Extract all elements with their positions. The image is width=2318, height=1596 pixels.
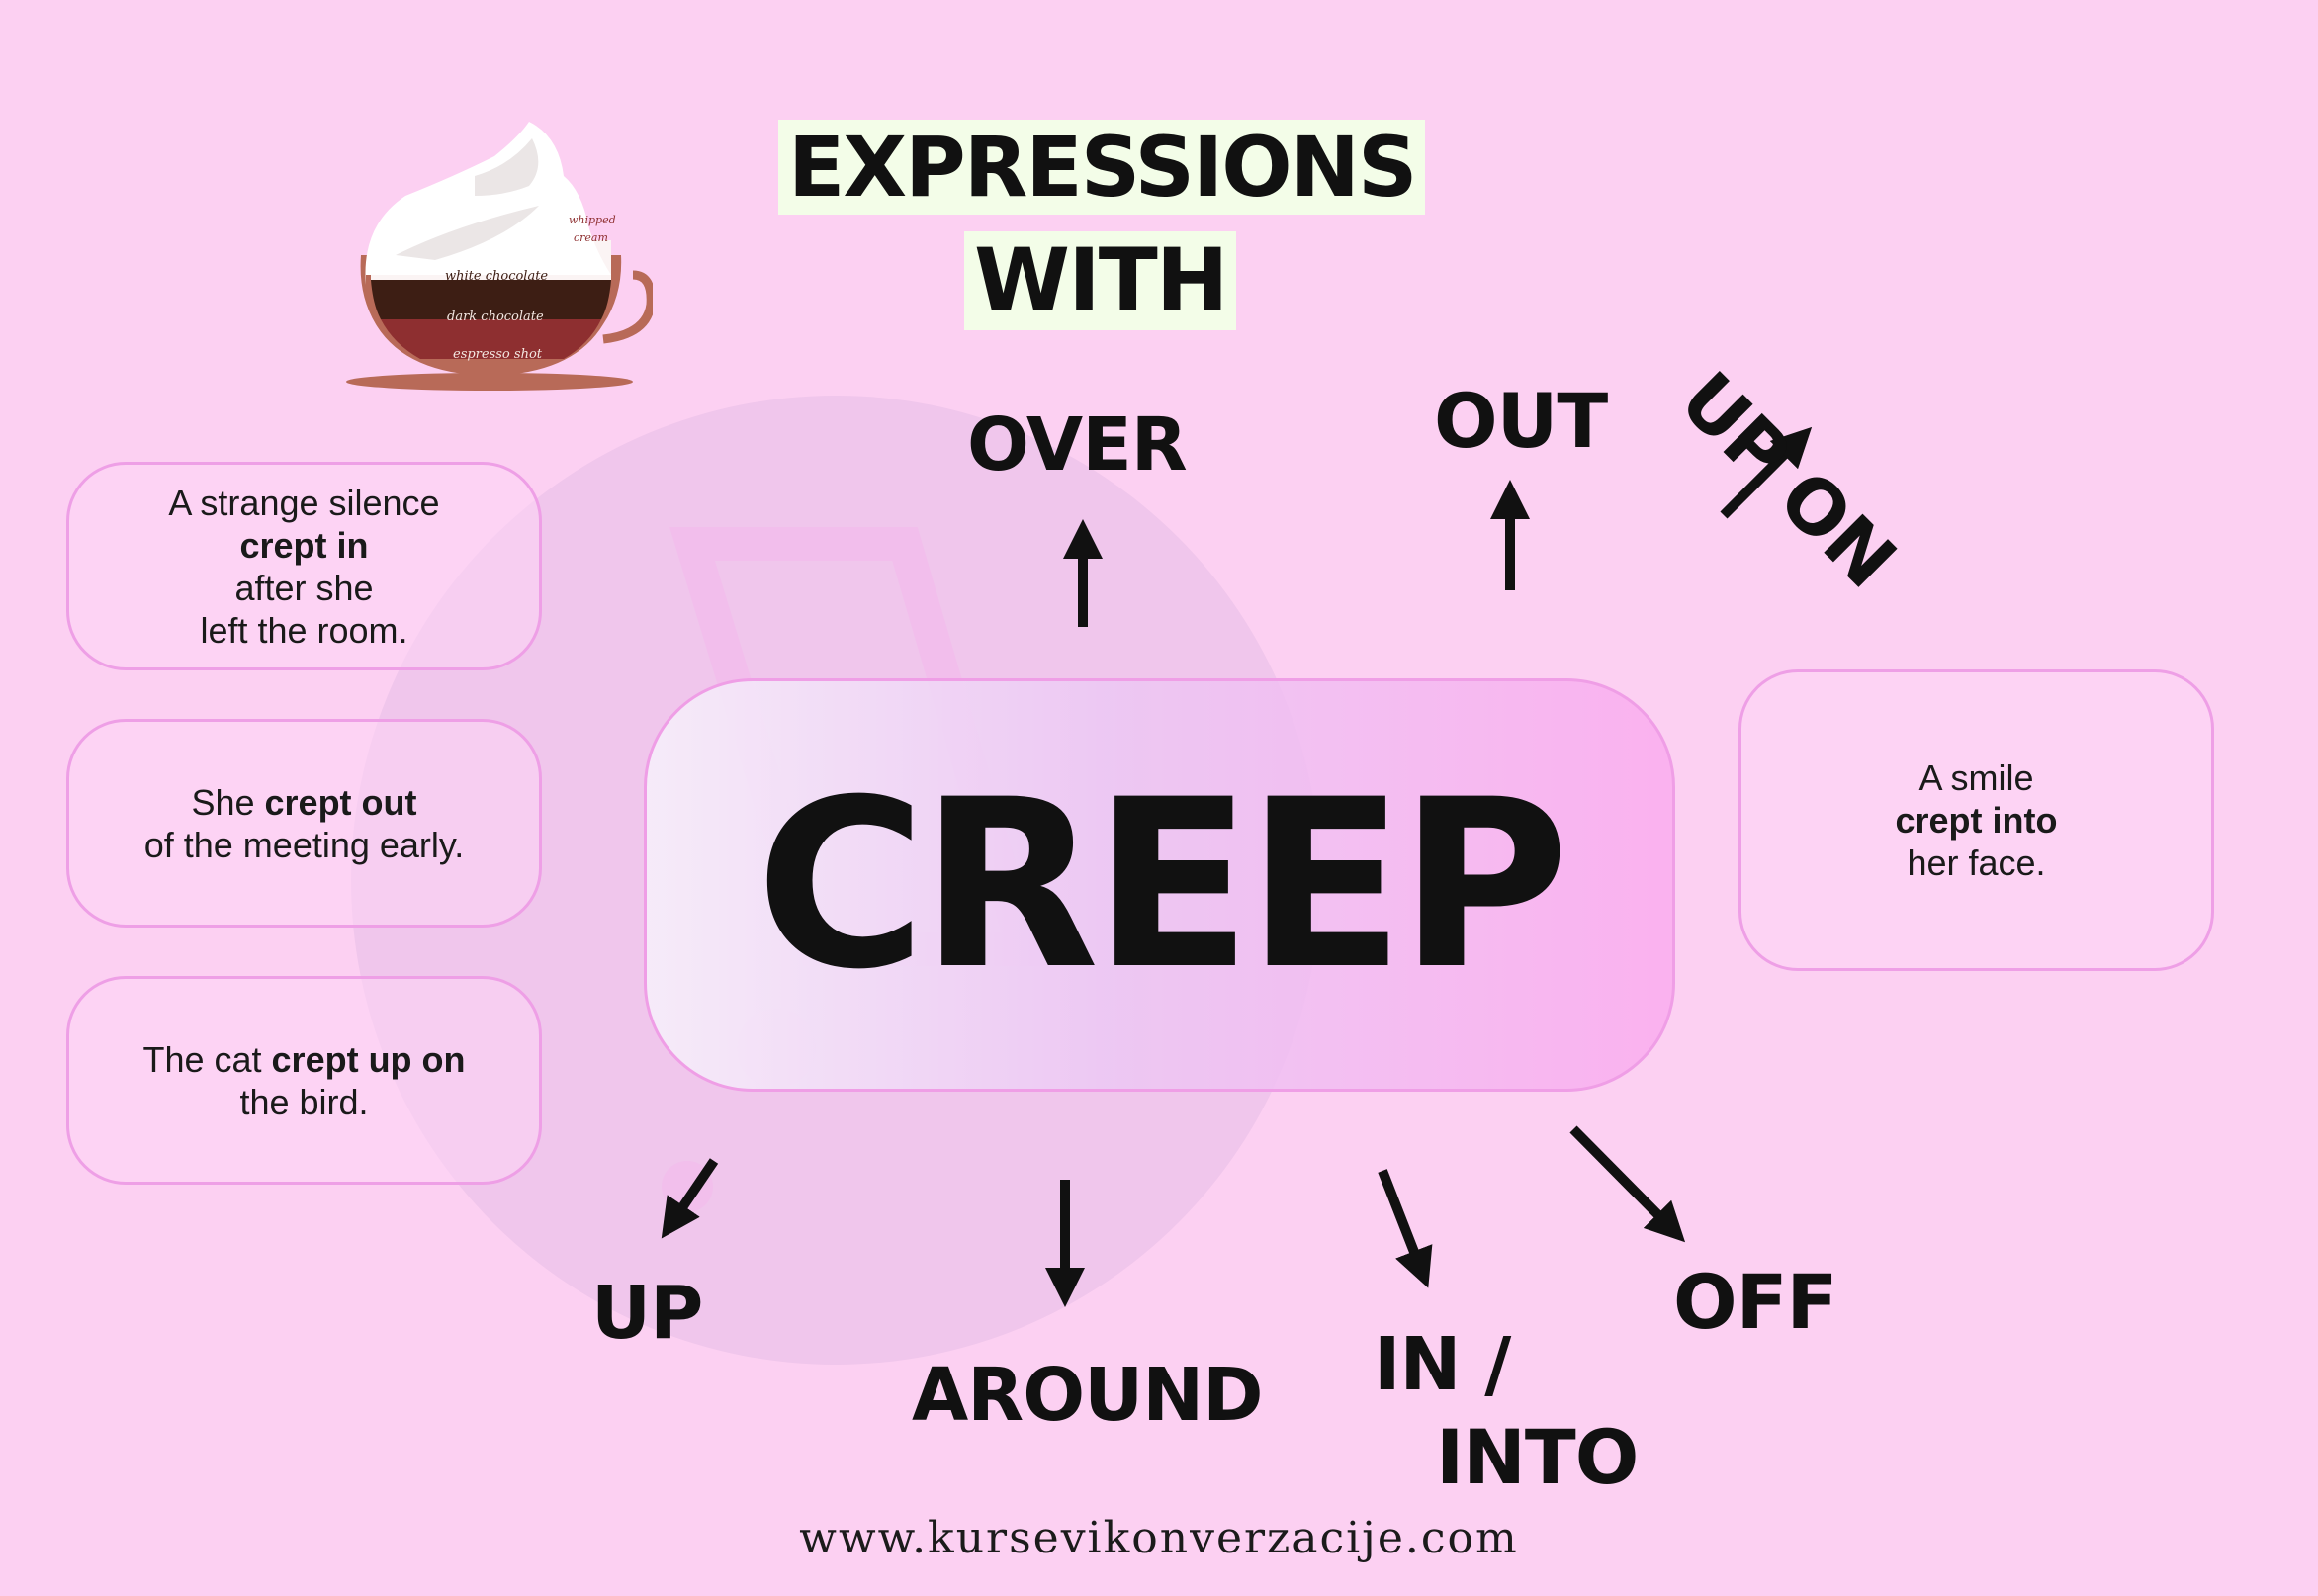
cup-label-dark-chocolate: dark chocolate [447, 310, 544, 324]
example-card-crept-up-on: The cat crept up on the bird. [66, 976, 542, 1185]
center-box [644, 678, 1675, 1092]
example-text: after she [234, 567, 374, 608]
example-card-crept-in: A strange silence crept in after she lef… [66, 462, 542, 670]
svg-text:cream: cream [574, 231, 608, 244]
example-text: A smile [1918, 757, 2034, 798]
example-text: the bird. [239, 1081, 369, 1122]
arrow-up [661, 1158, 719, 1239]
particle-in-line1: IN / [1374, 1322, 1511, 1407]
particle-out: OUT [1434, 377, 1608, 465]
example-text: left the room. [200, 609, 408, 651]
cup-label-espresso-shot: espresso shot [453, 347, 543, 362]
particle-up: UP [591, 1271, 703, 1356]
example-text: her face. [1907, 842, 2046, 883]
particle-over: OVER [967, 402, 1188, 488]
example-phrase: crept up on [271, 1038, 466, 1080]
center-word: CREEP [756, 750, 1569, 1020]
title-line-1: EXPRESSIONS [778, 120, 1426, 215]
example-text: She [191, 781, 265, 823]
example-card-crept-into: A smile crept into her face. [1738, 669, 2214, 971]
particle-off: OFF [1673, 1258, 1837, 1346]
title-line-2: WITH [964, 231, 1237, 330]
cup-label-whipped-cream: whipped [569, 214, 616, 226]
example-card-crept-out: She crept out of the meeting early. [66, 719, 542, 928]
arrow-in-into [1378, 1169, 1433, 1288]
example-phrase: crept out [264, 781, 417, 823]
particle-into-line2: INTO [1436, 1413, 1639, 1501]
coffee-cup-illustration: whipped cream white chocolate dark choco… [346, 122, 653, 391]
example-phrase: crept into [1895, 800, 2058, 841]
arrow-off [1569, 1125, 1686, 1243]
arrow-up-on [1720, 426, 1813, 519]
example-phrase: crept in [239, 524, 369, 566]
cup-label-white-chocolate: white chocolate [445, 269, 548, 284]
example-text: of the meeting early. [143, 824, 465, 865]
footer-url: www.kursevikonverzacije.com [799, 1513, 1519, 1563]
example-text: A strange silence [168, 482, 440, 523]
example-text: The cat [142, 1038, 272, 1080]
particle-around: AROUND [912, 1353, 1264, 1438]
